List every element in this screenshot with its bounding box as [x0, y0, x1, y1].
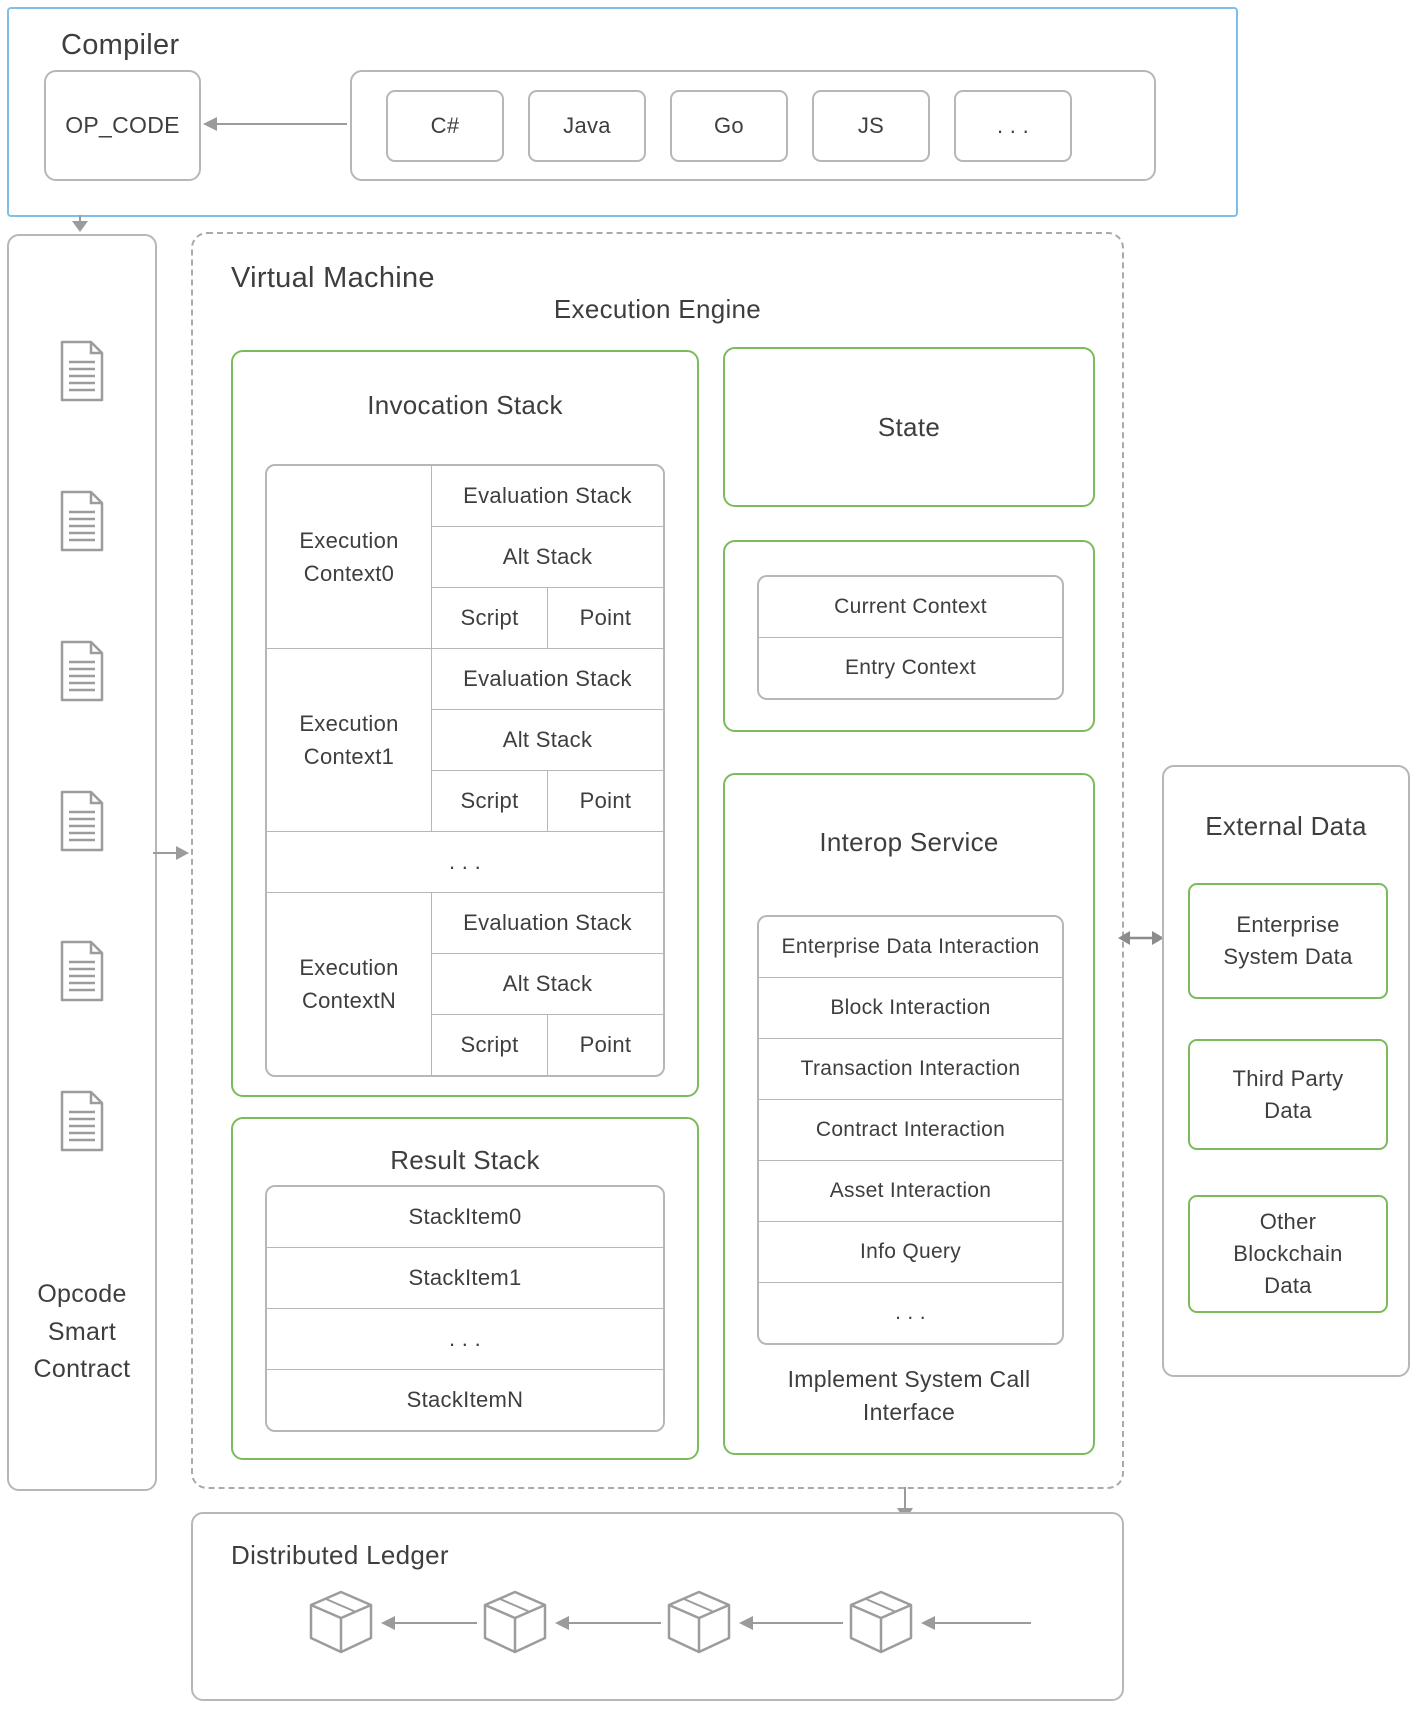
language-box-ellipsis: . . . — [954, 89, 1072, 162]
arrow-block-4 — [921, 1616, 1031, 1630]
script-cell: Script — [432, 771, 548, 831]
stack-item: . . . — [267, 1309, 663, 1370]
stack-item: StackItem1 — [267, 1248, 663, 1309]
evaluation-stack-cell: Evaluation Stack — [432, 649, 663, 710]
context-name: Execution Context0 — [267, 466, 432, 648]
language-box-go: Go — [670, 89, 788, 162]
document-icon — [60, 790, 104, 852]
contexts-ellipsis: . . . — [267, 832, 663, 893]
point-cell: Point — [579, 605, 632, 630]
external-data-item-otherchain: Other Blockchain Data — [1188, 1195, 1388, 1313]
arrow-block-3 — [739, 1616, 843, 1630]
opcode-label: OP_CODE — [65, 112, 180, 138]
languages-group: C# Java Go JS . . . — [350, 70, 1156, 181]
execution-context-block-1: Execution Context1 Evaluation Stack Alt … — [267, 649, 663, 832]
execution-context-block-n: Execution ContextN Evaluation Stack Alt … — [267, 893, 663, 1075]
document-icon — [60, 490, 104, 552]
language-label: Go — [714, 112, 744, 138]
document-icon — [60, 1090, 104, 1152]
current-context-cell: Current Context — [759, 577, 1062, 638]
ledger-title: Distributed Ledger — [231, 1540, 449, 1570]
language-box-js: JS — [812, 89, 930, 162]
document-icon — [60, 940, 104, 1002]
stack-item: StackItemN — [406, 1387, 524, 1412]
block-icon — [309, 1590, 373, 1654]
invocation-stack-panel: Invocation Stack Execution Context0 Eval… — [231, 350, 699, 1097]
vm-panel: Virtual Machine Execution Engine Invocat… — [191, 232, 1124, 1489]
interop-item: Transaction Interaction — [759, 1039, 1062, 1100]
entry-context-cell: Entry Context — [844, 656, 977, 679]
execution-context-table: Execution Context0 Evaluation Stack Alt … — [265, 464, 665, 1077]
opcode-box: OP_CODE — [44, 70, 201, 181]
point-cell: Point — [579, 1032, 632, 1057]
external-data-item-label: Enterprise System Data — [1223, 912, 1353, 969]
language-label: Java — [563, 112, 611, 138]
external-data-item-thirdparty: Third Party Data — [1188, 1039, 1388, 1150]
stack-item: StackItem0 — [267, 1187, 663, 1248]
compiler-panel: Compiler OP_CODE C# Java Go JS . . . — [7, 7, 1238, 217]
result-stack-title: Result Stack — [390, 1145, 540, 1175]
vm-title: Virtual Machine — [231, 262, 435, 294]
language-label: JS — [857, 112, 885, 138]
invocation-stack-title: Invocation Stack — [367, 390, 563, 420]
point-cell: Point — [579, 788, 632, 813]
alt-stack-cell: Alt Stack — [432, 527, 663, 588]
context-rows-box: Current Context Entry Context — [757, 575, 1064, 700]
interop-item: Asset Interaction — [759, 1161, 1062, 1222]
external-data-item-enterprise: Enterprise System Data — [1188, 883, 1388, 999]
compiler-title: Compiler — [61, 29, 180, 61]
evaluation-stack-cell: Evaluation Stack — [432, 893, 663, 954]
result-stack-panel: Result Stack StackItem0 StackItem1 . . .… — [231, 1117, 699, 1460]
interop-service-panel: Interop Service Enterprise Data Interact… — [723, 773, 1095, 1455]
arrow-vm-to-external — [1118, 931, 1164, 945]
script-cell: Script — [432, 1015, 548, 1075]
alt-stack-cell: Alt Stack — [432, 710, 663, 771]
evaluation-stack-cell: Evaluation Stack — [432, 466, 663, 527]
language-box-java: Java — [528, 89, 646, 162]
document-icon — [60, 340, 104, 402]
interop-item: Enterprise Data Interaction — [759, 917, 1062, 978]
block-icon — [849, 1590, 913, 1654]
external-data-title: External Data — [1205, 811, 1367, 841]
arrow-contract-to-vm — [153, 846, 189, 860]
document-icon-stack — [9, 236, 155, 1152]
ledger-panel: Distributed Ledger — [191, 1512, 1124, 1701]
external-data-panel: External Data Enterprise System Data Thi… — [1162, 765, 1410, 1377]
arrow-languages-to-opcode — [203, 117, 347, 131]
context-panel: Current Context Entry Context — [723, 540, 1095, 732]
script-cell: Script — [432, 588, 548, 648]
context-name: Execution ContextN — [267, 893, 432, 1075]
interop-items-box: Enterprise Data Interaction Block Intera… — [757, 915, 1064, 1345]
external-data-item-label: Third Party Data — [1232, 1065, 1344, 1123]
interop-item: Info Query — [759, 1222, 1062, 1283]
external-data-item-label: Other Blockchain Data — [1233, 1209, 1343, 1298]
state-label: State — [877, 411, 941, 442]
interop-service-title: Interop Service — [819, 827, 999, 857]
language-label: . . . — [996, 112, 1030, 138]
block-icon — [483, 1590, 547, 1654]
execution-engine-title: Execution Engine — [553, 294, 762, 324]
opcode-contract-panel: Opcode Smart Contract — [7, 234, 157, 1491]
interop-item: Block Interaction — [759, 978, 1062, 1039]
execution-context-block-0: Execution Context0 Evaluation Stack Alt … — [267, 466, 663, 649]
arrow-block-1 — [381, 1616, 477, 1630]
arrow-compiler-to-contract — [72, 215, 88, 232]
interop-item: Contract Interaction — [759, 1100, 1062, 1161]
opcode-contract-label: Opcode Smart Contract — [33, 1280, 131, 1383]
arrow-block-2 — [555, 1616, 661, 1630]
block-icon — [667, 1590, 731, 1654]
language-box-csharp: C# — [386, 89, 504, 162]
context-name: Execution Context1 — [267, 649, 432, 831]
alt-stack-cell: Alt Stack — [432, 954, 663, 1015]
language-label: C# — [430, 112, 460, 138]
state-panel: State — [723, 347, 1095, 507]
interop-item: . . . — [895, 1301, 926, 1324]
interop-footer: Implement System Call Interface — [787, 1366, 1031, 1426]
document-icon — [60, 640, 104, 702]
result-stack-box: StackItem0 StackItem1 . . . StackItemN — [265, 1185, 665, 1432]
